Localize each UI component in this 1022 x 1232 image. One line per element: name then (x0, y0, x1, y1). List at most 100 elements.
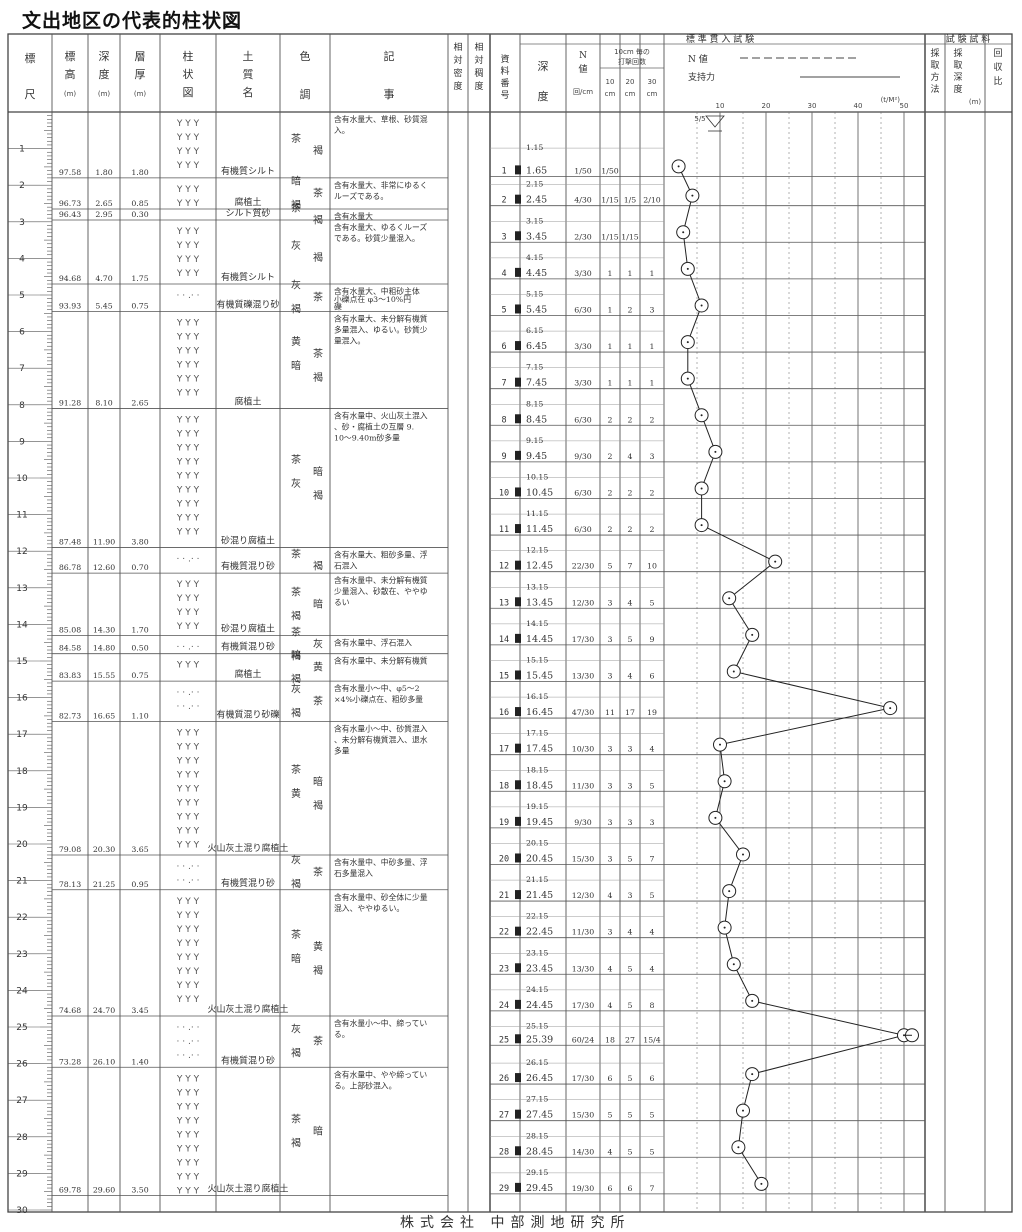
scale-label: 29 (16, 1169, 28, 1179)
sample-marker (515, 707, 521, 717)
spt-sample-no: 11 (499, 525, 509, 535)
spt-blows-10: 1/15 (601, 232, 619, 241)
spt-blows-20: 3 (628, 891, 633, 900)
layer-depth: 12.60 (93, 563, 115, 572)
spt-sample-no: 1 (501, 166, 506, 176)
layer-color: 暗 (313, 465, 323, 478)
spt-blows-30: 7 (650, 1184, 655, 1193)
n-value-point-dot (719, 743, 721, 746)
spt-blows-20: 2 (628, 525, 633, 534)
layer-note: 含有水量大、粗砂多量、浮 (334, 550, 428, 560)
sample-marker (515, 926, 521, 936)
column-symbol: Y Y Y (176, 580, 200, 590)
layer-thickness: 0.85 (131, 199, 148, 208)
hdr-blows-col: 10 (606, 78, 615, 86)
spt-depth-from: 7.15 (526, 363, 543, 372)
spt-blows-30: 5 (650, 781, 655, 790)
hdr-thickness: 層 (135, 50, 146, 63)
spt-blows-30: 1 (650, 342, 655, 351)
hdr-sample-no: 番 (500, 77, 509, 89)
spt-n-value: 9/30 (574, 818, 592, 827)
spt-sample-no: 8 (501, 415, 506, 425)
spt-blows-20: 2 (628, 415, 633, 424)
column-symbol: Y Y Y (176, 1158, 200, 1168)
spt-sample-no: 17 (499, 745, 509, 755)
spt-blows-10: 2 (608, 415, 613, 424)
hdr-color: 色 (300, 49, 311, 63)
column-symbol: Y Y Y (176, 911, 200, 921)
column-symbol: Y Y Y (176, 981, 200, 991)
column-symbol: Y Y Y (176, 185, 200, 195)
scale-label: 21 (16, 877, 27, 887)
n-value-point-dot (751, 999, 754, 1002)
hdr-scale: 標 (25, 51, 36, 65)
hdr-sample-no: 資 (500, 53, 509, 65)
spt-depth-from: 8.15 (526, 399, 543, 408)
layer-color: 灰 (291, 477, 301, 490)
spt-sample-no: 27 (499, 1111, 509, 1121)
hdr-relative-density: 度 (453, 80, 462, 92)
spt-sample-no: 29 (499, 1184, 509, 1194)
hdr-column: 柱 (183, 49, 194, 63)
sample-marker (515, 560, 521, 570)
spt-blows-30: 1 (650, 379, 655, 388)
layer-color: 暗 (291, 359, 301, 372)
spt-blows-20: 4 (628, 928, 633, 937)
layer-thickness: 1.40 (131, 1057, 148, 1066)
layer-color: 褐 (291, 877, 301, 890)
column-symbol: · · .· · (177, 1037, 200, 1047)
spt-sample-no: 5 (501, 305, 506, 315)
chart-x-tick: 50 (900, 102, 909, 110)
layer-color: 褐 (291, 706, 301, 719)
layer-note: 含有水量大、ゆるくルーズ (334, 222, 427, 232)
scale-label: 20 (16, 840, 28, 850)
spt-depth-to: 29.45 (526, 1183, 553, 1194)
sample-marker (515, 1109, 521, 1119)
n-value-point-dot (742, 1109, 744, 1112)
spt-depth-to: 16.45 (526, 707, 553, 718)
hdr-sample-depth: 深 (953, 72, 962, 83)
spt-n-value: 17/30 (572, 1001, 595, 1010)
layer-color: 黄 (313, 940, 323, 953)
spt-blows-30: 10 (647, 562, 657, 571)
layer-soil-name: 有機質混り砂礫 (216, 708, 279, 720)
layer-depth: 2.65 (95, 199, 112, 208)
layer-elevation: 78.13 (59, 880, 81, 889)
chart-x-tick: 20 (762, 102, 771, 110)
column-symbol: Y Y Y (176, 897, 200, 907)
scale-label: 11 (16, 511, 27, 521)
layer-depth: 5.45 (95, 301, 112, 310)
scale-label: 16 (16, 694, 28, 704)
spt-blows-10: 4 (608, 891, 613, 900)
hdr-n-value: 値 (578, 63, 587, 75)
spt-depth-from: 17.15 (526, 729, 548, 738)
layer-note: 少量混入、砂散在、ややゆ (334, 586, 428, 596)
column-symbol: · · .· · (177, 876, 200, 886)
layer-soil-name: 腐植土 (234, 668, 261, 680)
sample-marker (515, 414, 521, 424)
spt-blows-10: 4 (608, 964, 613, 973)
column-symbol: Y Y Y (176, 995, 200, 1005)
n-value-point-dot (737, 1146, 740, 1149)
layer-note: 、未分解有機質混入、退水 (334, 734, 428, 744)
layer-depth: 14.30 (93, 625, 115, 634)
spt-depth-from: 5.15 (526, 289, 543, 298)
spt-blows-20: 2 (628, 305, 633, 314)
sample-marker (515, 524, 521, 534)
spt-depth-to: 25.39 (526, 1034, 553, 1045)
spt-sample-no: 21 (499, 891, 509, 901)
hdr-relative-consistency: 対 (474, 54, 483, 66)
spt-blows-10: 3 (608, 745, 613, 754)
layer-elevation: 94.68 (59, 274, 81, 283)
column-symbol: · · .· · (177, 291, 200, 301)
scale-label: 2 (19, 181, 25, 191)
spt-blows-30: 2 (650, 415, 655, 424)
spt-depth-from: 1.15 (526, 143, 543, 152)
hdr-relative-density: 密 (453, 67, 462, 79)
layer-note: 、砂・腐植土の互層 9. (334, 421, 414, 431)
spt-blows-10: 3 (608, 928, 613, 937)
spt-blows-30: 4 (650, 964, 655, 973)
spt-n-value: 17/30 (572, 1074, 595, 1083)
spt-depth-to: 8.45 (526, 414, 547, 425)
layer-note: 含有水量中、中砂多量、浮 (334, 857, 428, 867)
